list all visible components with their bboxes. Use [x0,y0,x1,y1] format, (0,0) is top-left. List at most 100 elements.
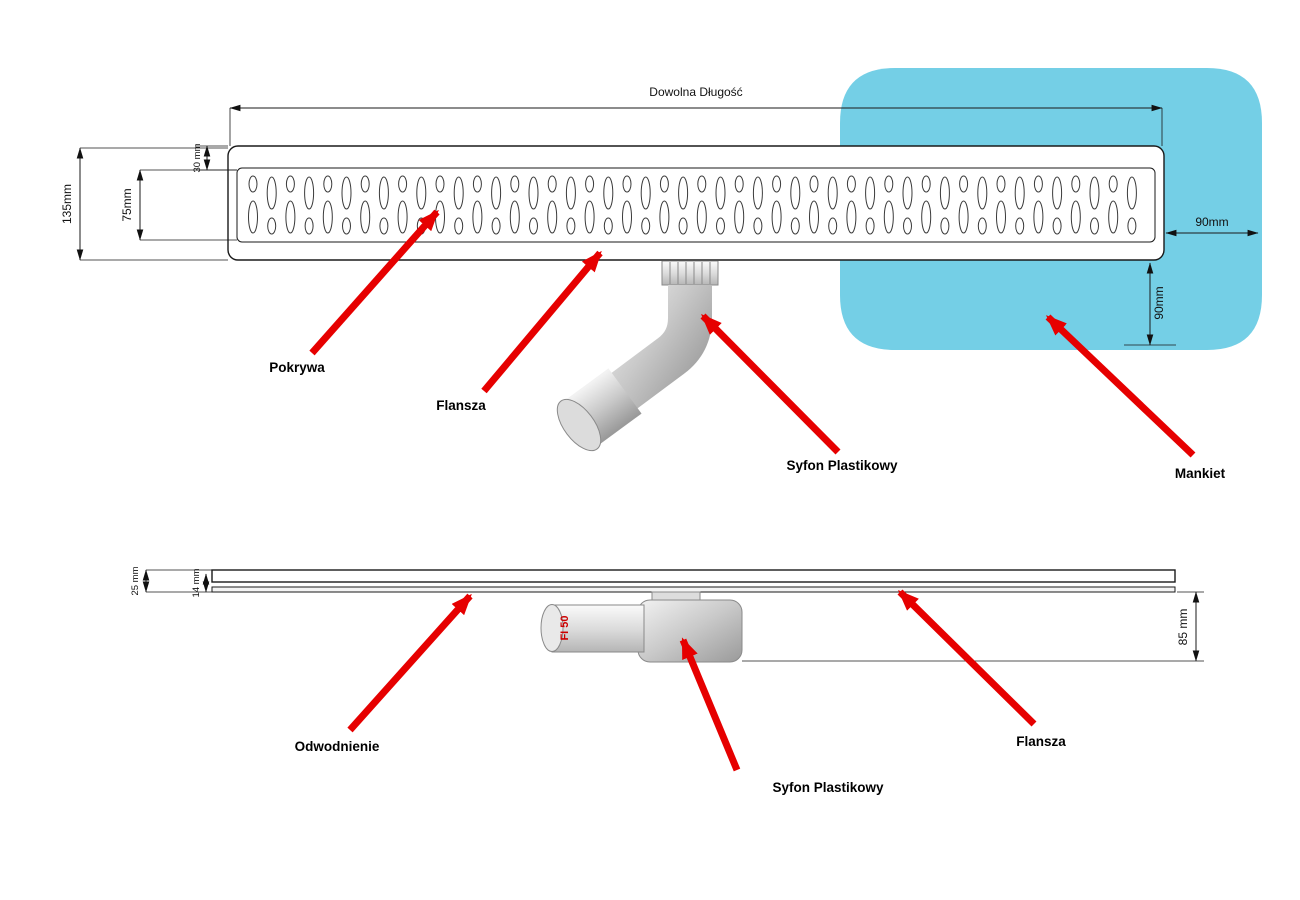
grate-slot [322,200,333,234]
syfon-bottom-label: Syfon Plastikowy [772,780,884,795]
grate-slot [285,200,296,234]
grate-slot [529,217,538,235]
syfon-top-label: Syfon Plastikowy [786,458,898,473]
dim-14-label: 14 mm [191,568,202,597]
grate-slot [939,176,950,210]
dim-85: 85 mm [742,591,1204,662]
grate-slot [958,200,969,234]
grate-slot [846,175,856,193]
siphon-side-view: FI 50 [540,591,743,663]
grate-slot [360,200,371,234]
flansza-bottom-label: Flansza [1016,734,1066,749]
syfon-bottom-arrow [679,637,741,772]
grate-slot [472,175,482,193]
grate-slot [528,176,539,210]
grate-slot [585,175,595,193]
grate-slot [809,200,819,234]
grate-slot [659,175,669,193]
grate-slot [509,200,520,234]
grate-slot [248,175,258,193]
grate-perforations [248,175,1137,235]
grate-slot [1052,217,1062,235]
flansza-top-label: Flansza [436,398,486,413]
grate-slot [491,217,501,235]
dim-length: Dowolna Długość [229,85,1163,146]
grate-slot [491,176,502,210]
grate-slot [378,176,389,210]
grate-slot [697,175,707,193]
grate-slot [921,200,932,234]
grate-slot [304,217,314,235]
grate-slot [715,176,726,210]
dim-30: 30 mm [192,143,237,173]
grate-slot [285,175,295,193]
dim-90-vertical: 90mm [1124,262,1176,346]
grate-slot [510,175,520,193]
grate-slot [996,175,1006,193]
flansza-top-arrow [481,250,603,394]
grate-slot [1052,176,1063,210]
dim-length-label: Dowolna Długość [649,85,742,99]
grate-slot [883,200,894,234]
grate-slot [323,175,333,193]
grate-slot [827,176,838,210]
grate-slot [940,217,950,235]
grate-slot [304,176,315,210]
dim-30-label: 30 mm [192,143,203,172]
grate-slot [903,217,912,235]
grate-slot [902,176,913,210]
grate-slot [959,175,969,193]
dim-90h-label: 90mm [1195,215,1228,229]
grate-slot [716,217,725,235]
grate-slot [435,175,445,193]
grate-slot [453,176,464,210]
grate-slot [603,217,613,235]
dim-14: 14 mm [191,568,210,598]
grate-slot [547,200,558,234]
grate-slot [772,175,782,193]
grate-slot [379,217,389,235]
grate-slot [865,176,876,210]
dim-85-label: 85 mm [1176,609,1190,646]
mankiet-arrow [1045,314,1196,458]
grate-slot [342,217,351,235]
grate-slot [341,176,352,210]
grate-slot [248,200,258,234]
syfon-top-arrow [700,313,841,455]
grate-slot [696,200,707,234]
grate-slot [1126,176,1137,210]
dim-25: 25 mm [130,566,212,596]
grate-slot [659,200,670,234]
grate-slot [678,217,688,235]
grate-slot [267,217,277,235]
grate-slot [996,200,1006,234]
dim-135: 135mm [60,147,228,261]
grate-slot [865,217,875,235]
dim-90v-label: 90mm [1152,286,1166,319]
grate-slot [603,176,614,210]
pokrywa-label: Pokrywa [269,360,325,375]
grate-slot [266,176,277,210]
grate-slot [828,217,838,235]
grate-slot [1089,176,1100,210]
grate-slot [752,176,763,210]
grate-slot [584,200,595,234]
flansza-bottom-arrow [897,589,1037,727]
grate-slot [977,217,987,235]
grate-slot [1070,200,1081,234]
grate-slot [1127,217,1137,235]
grate-slot [454,217,464,235]
grate-slot [790,176,801,210]
grate-slot [977,176,988,210]
grate-slot [1033,200,1044,234]
grate-slot [1108,200,1119,234]
dim-25-label: 25 mm [130,566,141,595]
dim-75: 75mm [120,169,237,241]
odwodnienie-arrow [347,593,473,733]
grate-slot [1090,217,1099,235]
grate-slot [1108,175,1118,193]
grate-slot [790,217,800,235]
grate-slot [397,200,408,234]
dim-75-label: 75mm [120,188,134,221]
